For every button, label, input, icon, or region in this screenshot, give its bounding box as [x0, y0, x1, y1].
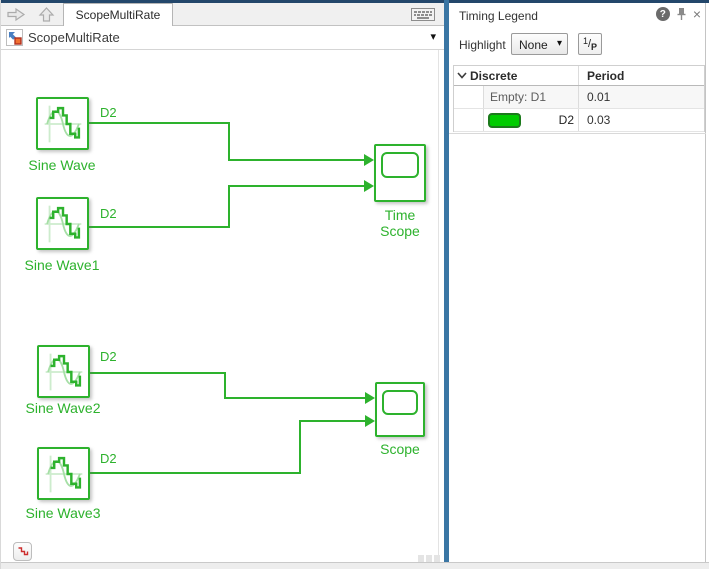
- canvas-edge: [438, 50, 439, 562]
- panel-splitter[interactable]: [444, 0, 449, 562]
- signal-line[interactable]: [89, 372, 226, 374]
- rate-annotation: D2: [100, 349, 117, 364]
- signal-line[interactable]: [89, 472, 301, 474]
- input-port-arrow-icon: [365, 392, 375, 404]
- pin-icon[interactable]: [677, 7, 686, 21]
- sine-wave-icon: [45, 455, 82, 492]
- tab-scopemultirate[interactable]: ScopeMultiRate: [63, 3, 173, 26]
- up-button[interactable]: [35, 6, 57, 23]
- keyboard-shortcuts-button[interactable]: [410, 7, 436, 22]
- signal-line[interactable]: [224, 372, 226, 399]
- highlight-row: Highlight None ▾ 1/P: [449, 32, 705, 58]
- splitter-grip[interactable]: [418, 555, 440, 563]
- input-port-arrow-icon: [365, 415, 375, 427]
- block-label[interactable]: Sine Wave2: [25, 400, 101, 416]
- table-row[interactable]: Empty: D1 0.01: [454, 86, 704, 109]
- block-label[interactable]: Sine Wave: [28, 157, 96, 173]
- model-icon: [6, 29, 23, 46]
- highlight-dropdown[interactable]: None ▾: [511, 33, 568, 55]
- tab-label: ScopeMultiRate: [75, 8, 161, 22]
- timing-legend-panel: Timing Legend ? × Highlight None ▾ 1/P: [449, 3, 706, 562]
- rate-name-d2: D2: [558, 113, 574, 127]
- freq-denominator: P: [591, 42, 598, 52]
- block-scope[interactable]: [375, 382, 425, 437]
- signal-line[interactable]: [228, 159, 365, 161]
- block-time-scope[interactable]: [374, 144, 426, 202]
- close-icon[interactable]: ×: [692, 6, 701, 22]
- scope-screen-icon: [382, 390, 418, 415]
- block-label[interactable]: Sine Wave3: [25, 505, 101, 521]
- sine-wave-icon: [45, 353, 82, 390]
- up-arrow-icon: [38, 7, 54, 22]
- breadcrumb-dropdown-caret-icon[interactable]: ▾: [430, 31, 436, 43]
- d2-color-swatch: [488, 112, 521, 128]
- table-row[interactable]: D2 0.03: [454, 109, 704, 132]
- panel-divider: [449, 133, 706, 134]
- rate-annotation: D2: [100, 206, 117, 221]
- period-value: 0.01: [578, 86, 704, 108]
- block-sine-wave[interactable]: [36, 97, 89, 150]
- forward-arrow-icon: [7, 7, 26, 22]
- tab-bar: ScopeMultiRate: [1, 3, 444, 26]
- highlight-dropdown-value: None: [519, 38, 548, 52]
- signal-line[interactable]: [299, 420, 366, 422]
- collapse-chevron-icon[interactable]: [457, 72, 467, 79]
- input-port-arrow-icon: [364, 154, 374, 166]
- sample-time-steps-icon: [18, 547, 29, 556]
- panel-title: Timing Legend: [459, 9, 538, 23]
- bottom-status-strip: [1, 562, 709, 569]
- column-header-discrete[interactable]: Discrete: [470, 69, 518, 83]
- keyboard-icon: [411, 8, 435, 21]
- input-port-arrow-icon: [364, 180, 374, 192]
- rate-annotation: D2: [100, 451, 117, 466]
- freq-slash: /: [587, 38, 592, 50]
- sine-wave-icon: [44, 105, 81, 142]
- column-header-period[interactable]: Period: [578, 66, 704, 85]
- period-frequency-toggle-button[interactable]: 1/P: [578, 33, 602, 55]
- block-label[interactable]: Time Scope: [380, 207, 420, 239]
- window-top-border: [1, 0, 709, 3]
- freq-numerator: 1: [582, 36, 588, 46]
- help-icon[interactable]: ?: [655, 7, 670, 21]
- rate-name-empty-d1: Empty: D1: [490, 90, 547, 104]
- timing-legend-table: Discrete Period Empty: D1 0.01 D2 0.03: [453, 65, 705, 132]
- sine-wave-icon: [44, 205, 81, 242]
- block-sine-wave2[interactable]: [37, 345, 90, 398]
- block-sine-wave3[interactable]: [37, 447, 90, 500]
- signal-line[interactable]: [299, 420, 301, 474]
- breadcrumb-title: ScopeMultiRate: [28, 30, 120, 45]
- period-value: 0.03: [578, 109, 704, 131]
- scope-screen-icon: [381, 152, 419, 178]
- panel-header: Timing Legend ? ×: [449, 3, 705, 29]
- dropdown-caret-icon: ▾: [556, 38, 562, 49]
- breadcrumb[interactable]: ScopeMultiRate ▾: [1, 26, 444, 50]
- sample-time-legend-button[interactable]: [13, 542, 32, 561]
- forward-button[interactable]: [5, 6, 27, 23]
- rate-annotation: D2: [100, 105, 117, 120]
- signal-line[interactable]: [228, 186, 230, 228]
- block-label[interactable]: Sine Wave1: [24, 257, 100, 273]
- table-header-row[interactable]: Discrete Period: [454, 66, 704, 86]
- signal-line[interactable]: [228, 122, 230, 160]
- signal-line[interactable]: [228, 185, 365, 187]
- signal-line[interactable]: [89, 122, 230, 124]
- block-sine-wave1[interactable]: [36, 197, 89, 250]
- signal-line[interactable]: [224, 397, 366, 399]
- highlight-label: Highlight: [459, 38, 506, 52]
- signal-line[interactable]: [89, 226, 230, 228]
- block-label[interactable]: Scope: [380, 441, 420, 457]
